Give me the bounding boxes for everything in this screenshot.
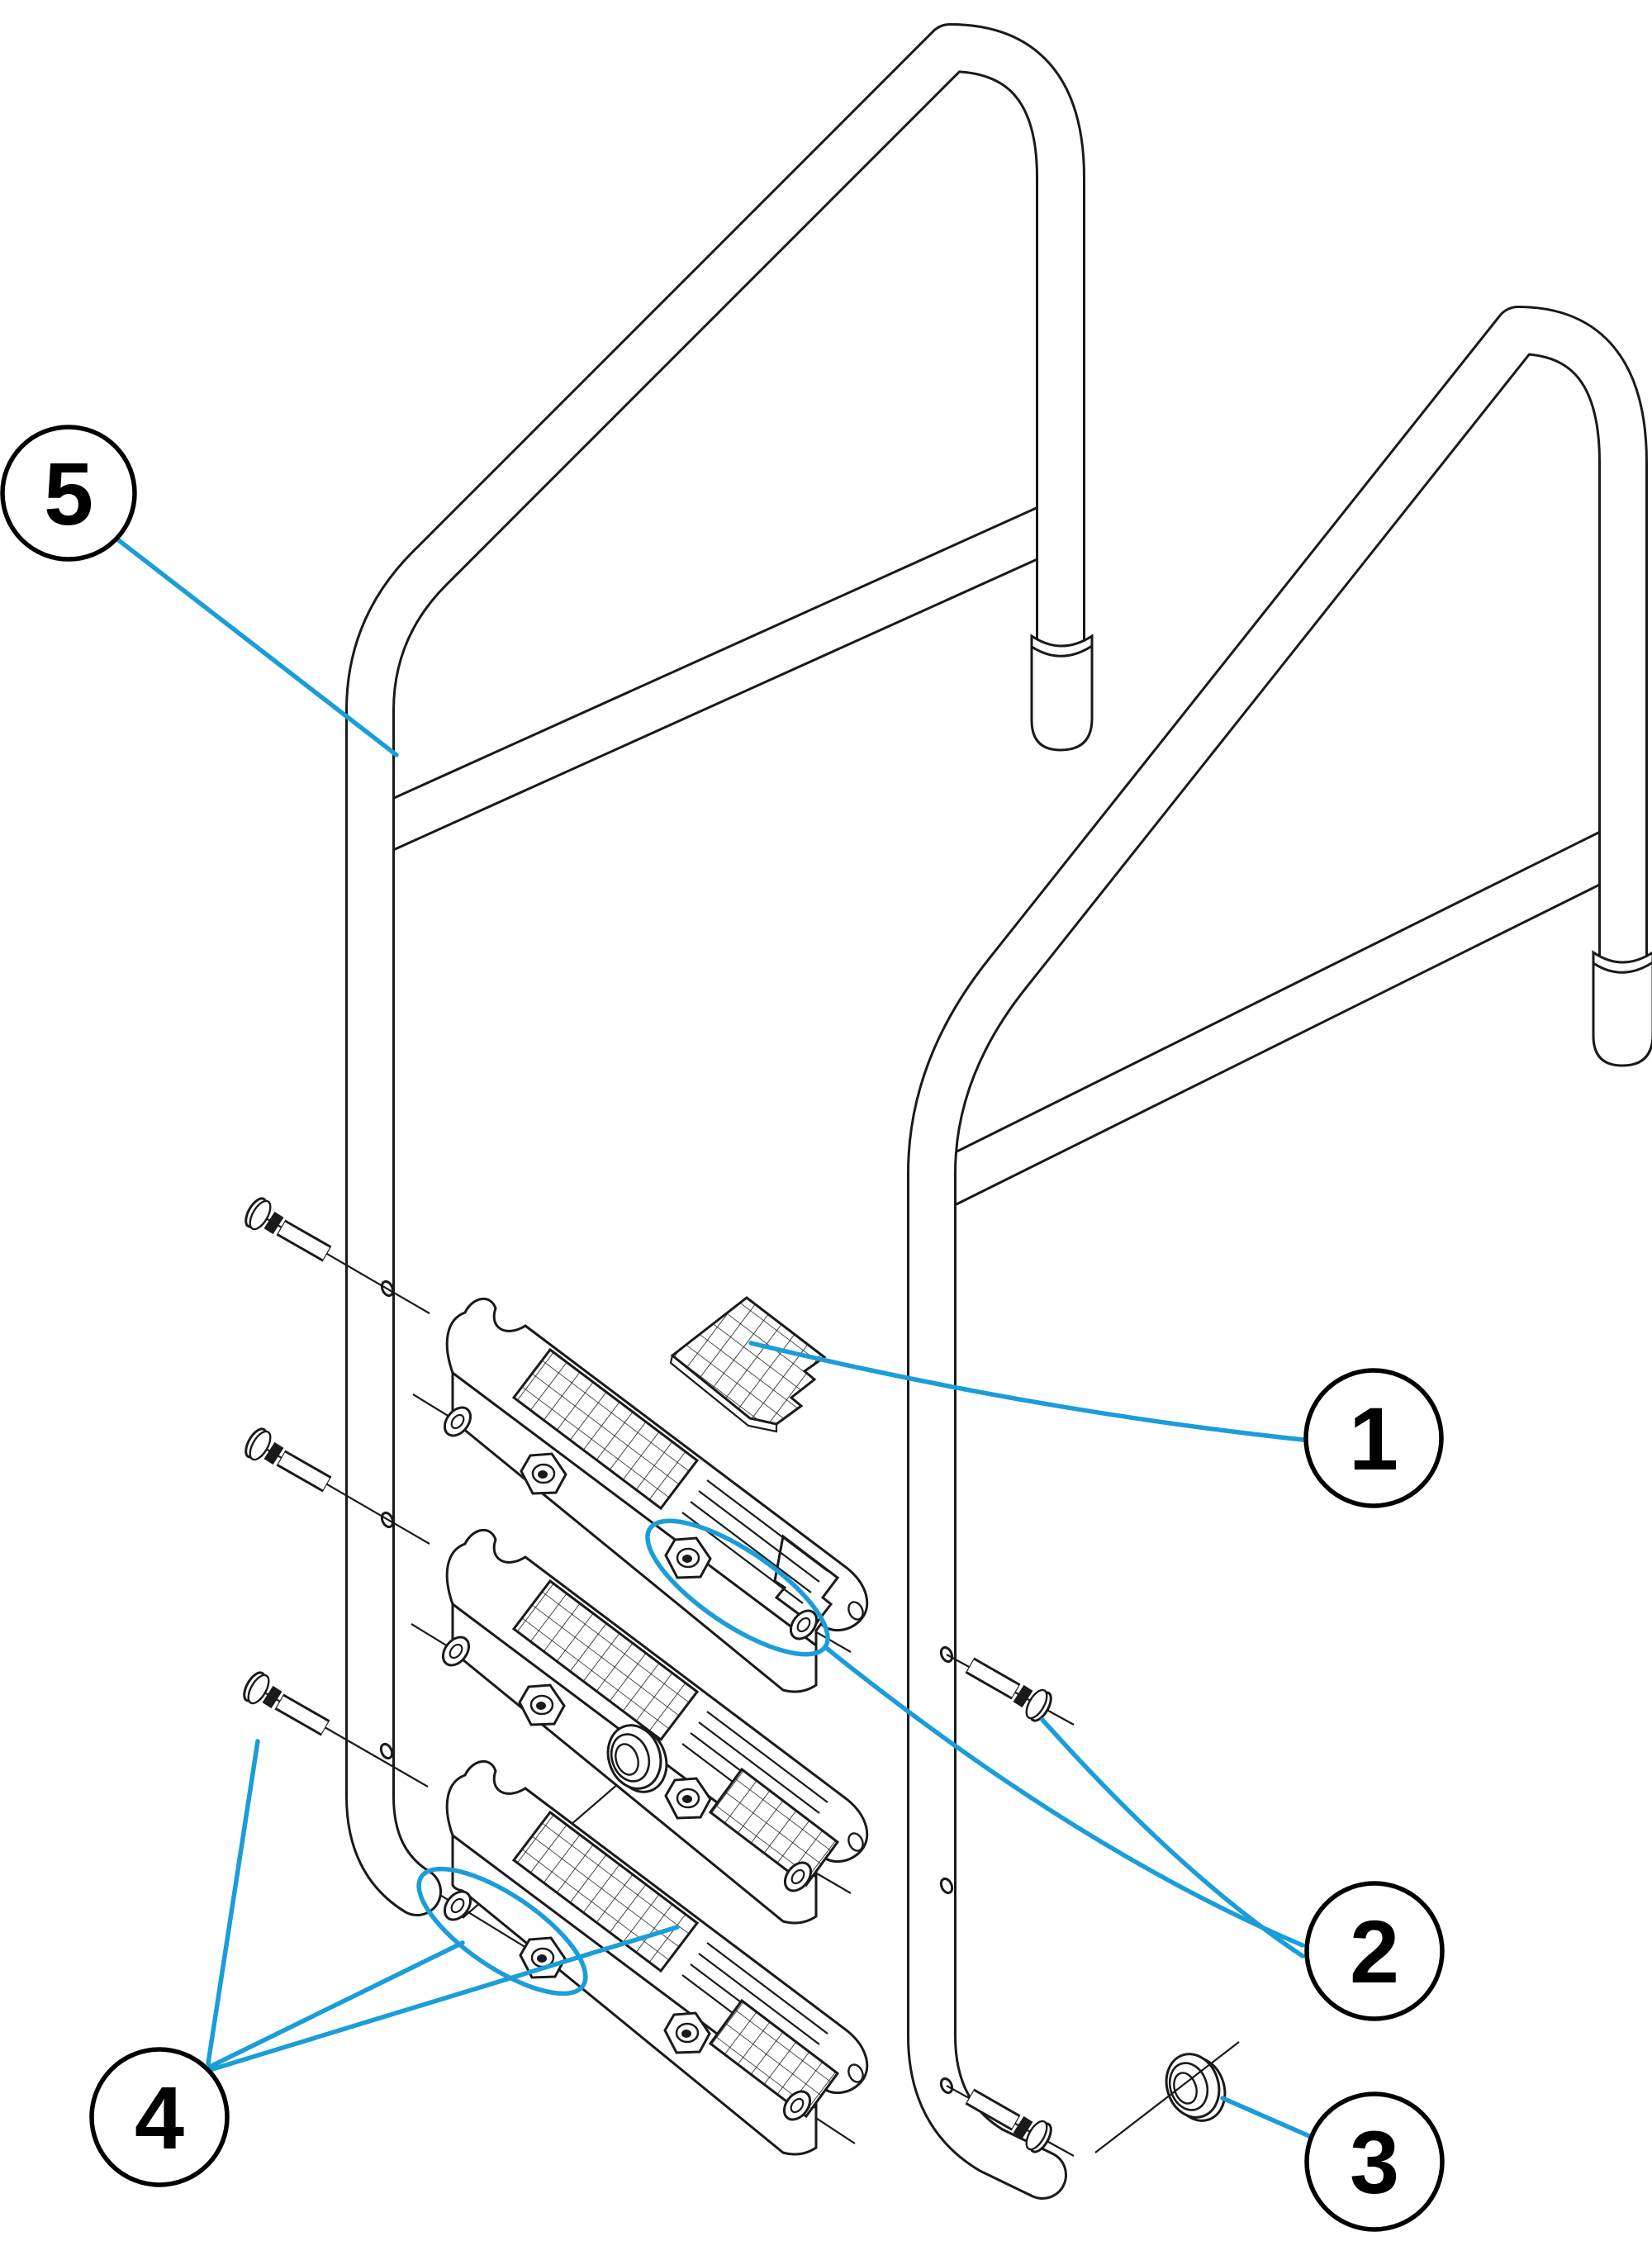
screw-left-1 xyxy=(242,1195,430,1314)
screw-left-3 xyxy=(240,1669,429,1788)
end-cap-right xyxy=(1592,950,1652,1067)
leader-line-3 xyxy=(1220,2096,1317,2141)
callout-3-number: 3 xyxy=(1350,2112,1399,2212)
leader-line-4c xyxy=(207,1925,680,2072)
crossbar-right xyxy=(917,822,1648,1210)
screw-right-1 xyxy=(946,1654,1075,1725)
crossbar-left xyxy=(355,498,1085,855)
leader-line-5 xyxy=(114,536,399,757)
end-cap-left xyxy=(1030,634,1094,752)
callout-4: 4 xyxy=(89,2047,230,2187)
callout-1-number: 1 xyxy=(1349,1389,1398,1488)
leader-line-2a xyxy=(823,1645,1305,1948)
insert-plate xyxy=(669,1296,827,1433)
handrail-right xyxy=(907,306,1648,2200)
callout-3: 3 xyxy=(1304,2091,1445,2232)
screw-right-2 xyxy=(946,2085,1075,2156)
highlight-ellipse-bottom xyxy=(416,1866,588,1996)
screw-left-2 xyxy=(242,1426,430,1545)
callout-2: 2 xyxy=(1304,1881,1445,2021)
escutcheon-right xyxy=(1156,2045,1235,2129)
leader-line-1 xyxy=(748,1341,1306,1442)
callout-1: 1 xyxy=(1303,1368,1444,1508)
callout-4-number: 4 xyxy=(135,2068,184,2167)
handrail-left xyxy=(345,23,1085,1916)
callout-5-number: 5 xyxy=(44,444,93,544)
leader-line-4b xyxy=(207,1940,465,2069)
leader-line-4a xyxy=(206,1739,260,2066)
callout-2-number: 2 xyxy=(1350,1902,1399,2001)
leader-line-2b xyxy=(1040,1717,1305,1959)
wall-anchor-axis-right xyxy=(1094,2041,1240,2153)
callout-5: 5 xyxy=(0,425,137,562)
